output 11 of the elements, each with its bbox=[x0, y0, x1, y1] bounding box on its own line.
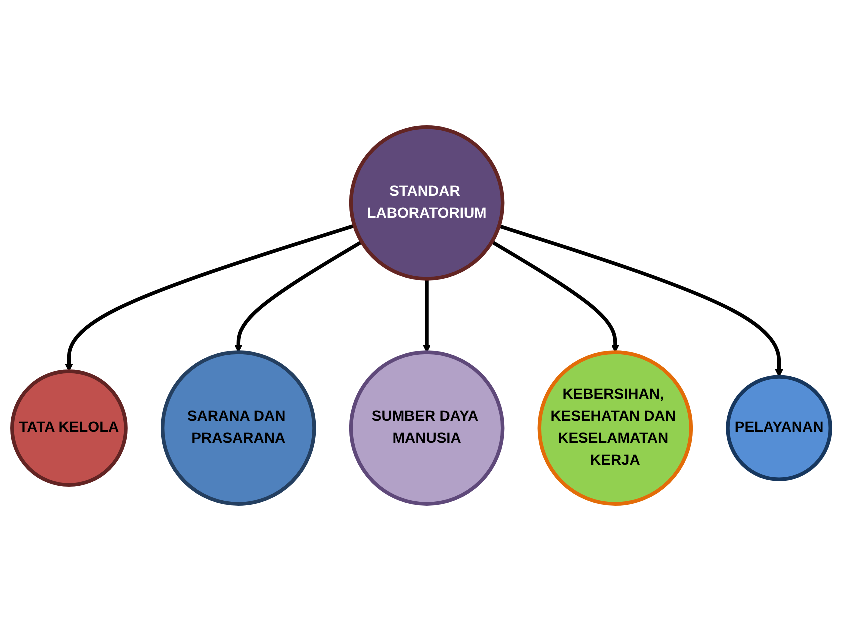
arrow bbox=[498, 224, 784, 378]
arrow bbox=[65, 224, 356, 372]
node-circle: TATA KELOLA bbox=[10, 370, 128, 488]
node-circle: STANDAR LABORATORIUM bbox=[349, 126, 505, 282]
arrow bbox=[234, 240, 363, 354]
node-circle: SARANA DAN PRASARANA bbox=[161, 350, 316, 506]
node-circle: SUMBER DAYA MANUSIA bbox=[349, 350, 505, 506]
node-circle: PELAYANAN bbox=[726, 375, 832, 482]
arrow bbox=[423, 279, 432, 354]
node-circle: KEBERSIHAN, KESEHATAN DAN KESELAMATAN KERJA bbox=[538, 350, 694, 506]
arrow bbox=[491, 240, 620, 354]
